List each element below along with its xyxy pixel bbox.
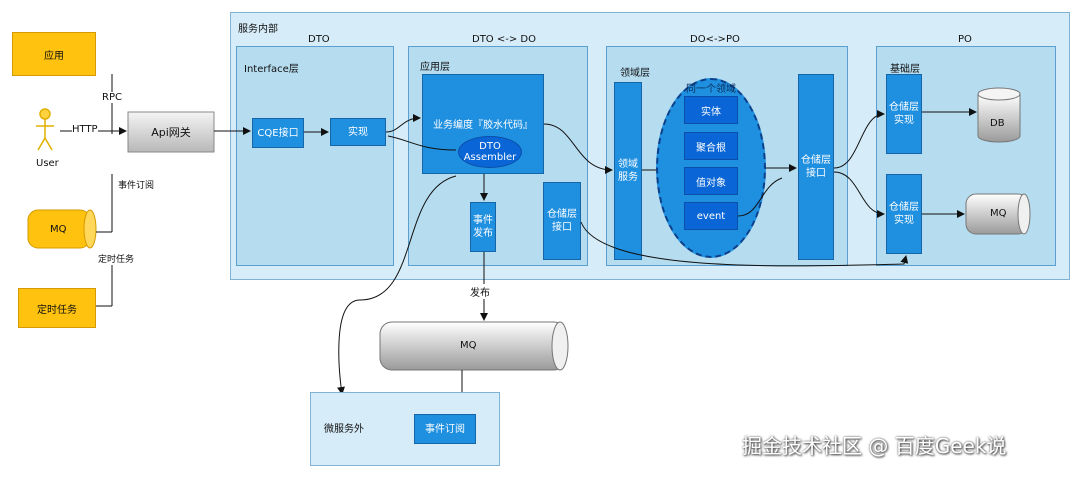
db-label: DB xyxy=(990,118,1005,129)
domain-service-line2: 服务 xyxy=(618,172,638,183)
left-mq-label: MQ xyxy=(50,224,67,235)
domain-layer-title: 领域层 xyxy=(620,68,650,79)
watermark: 掘金技术社区 @ 百度Geek说 xyxy=(742,434,1007,458)
aggregate-box: 聚合根 xyxy=(684,132,738,160)
biz-orchestration-label: 业务编度『胶水代码』 xyxy=(433,120,533,131)
repo-impl2-line2: 实现 xyxy=(894,215,914,226)
publish-label: 发布 xyxy=(470,284,490,299)
domain-repo-line2: 接口 xyxy=(806,168,826,179)
repo-impl-box-2: 仓储层 实现 xyxy=(886,174,922,254)
microservice-outside-title: 微服务外 xyxy=(324,424,364,435)
repo-impl2-line1: 仓储层 xyxy=(889,202,919,213)
event-publish-line2: 发布 xyxy=(473,228,493,239)
bottom-mq-cylinder xyxy=(379,321,569,371)
user-label: User xyxy=(36,158,59,169)
header-do-po: DO<->PO xyxy=(690,34,740,45)
bottom-event-subscribe-box: 事件订阅 xyxy=(414,414,476,444)
timer-box: 定时任务 xyxy=(18,288,96,328)
app-repo-line1: 仓储层 xyxy=(547,209,577,220)
dto-assembler-ellipse: DTO Assembler xyxy=(458,136,522,168)
app-repo-interface-box: 仓储层 接口 xyxy=(543,182,581,260)
dto-assembler-line2: Assembler xyxy=(463,152,517,163)
same-domain-label: 同一个领域 xyxy=(686,84,736,95)
impl-box: 实现 xyxy=(330,118,386,146)
header-dto: DTO xyxy=(308,34,330,45)
infra-layer-title: 基础层 xyxy=(890,64,920,75)
api-gateway-box xyxy=(127,111,215,153)
entity-box: 实体 xyxy=(684,96,738,124)
service-inner-title: 服务内部 xyxy=(238,24,278,35)
cqe-interface-box: CQE接口 xyxy=(252,118,304,148)
value-object-box: 值对象 xyxy=(684,167,738,195)
infra-mq-cylinder xyxy=(965,193,1031,235)
interface-layer-title: Interface层 xyxy=(244,64,299,75)
user-icon xyxy=(36,108,54,151)
repo-impl1-line1: 仓储层 xyxy=(889,102,919,113)
rpc-label: RPC xyxy=(102,92,122,103)
app-repo-line2: 接口 xyxy=(552,222,572,233)
header-po: PO xyxy=(958,34,972,45)
event-box: event xyxy=(684,202,738,230)
app-box: 应用 xyxy=(12,32,96,76)
domain-repo-line1: 仓储层 xyxy=(801,155,831,166)
infra-mq-label: MQ xyxy=(990,208,1007,219)
app-layer-title: 应用层 xyxy=(420,62,450,73)
http-label: HTTP xyxy=(72,124,98,135)
event-publish-line1: 事件 xyxy=(473,215,493,226)
event-publish-box: 事件 发布 xyxy=(470,202,496,252)
dto-assembler-line1: DTO xyxy=(479,141,501,152)
repo-impl1-line2: 实现 xyxy=(894,115,914,126)
domain-repo-interface-box: 仓储层 接口 xyxy=(798,74,834,260)
interface-layer xyxy=(236,46,394,266)
api-gateway-label: Api网关 xyxy=(151,126,191,139)
event-subscribe-label: 事件订阅 xyxy=(118,181,155,191)
domain-service-line1: 领域 xyxy=(618,159,638,170)
timer-task-label: 定时任务 xyxy=(98,252,135,265)
header-dto-do: DTO <-> DO xyxy=(472,34,536,45)
repo-impl-box-1: 仓储层 实现 xyxy=(886,74,922,154)
db-cylinder xyxy=(977,87,1021,143)
bottom-mq-label: MQ xyxy=(460,340,477,351)
left-mq-cylinder xyxy=(27,209,97,249)
domain-service-box: 领域 服务 xyxy=(614,82,642,260)
